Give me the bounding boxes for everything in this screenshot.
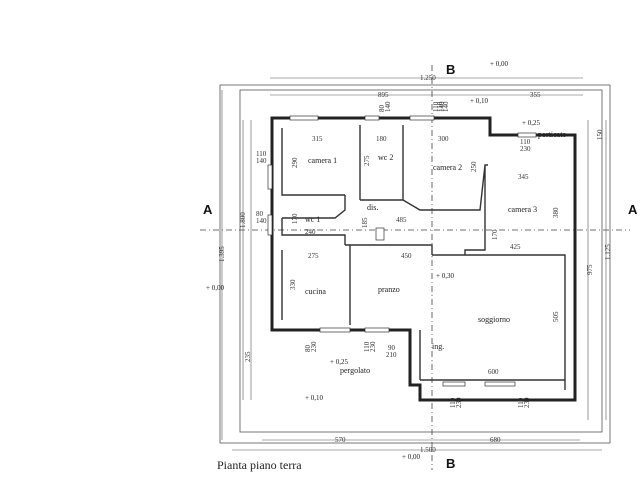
room-label-pergolato: pergolato	[340, 366, 370, 375]
dim-label: 600	[488, 368, 499, 376]
dim-label: 110	[436, 101, 444, 112]
dim-label: 680	[490, 436, 501, 444]
dim-label: 1.500	[420, 446, 436, 454]
room-label-wc1: wc 1	[305, 215, 320, 224]
dim-label: 315	[312, 135, 323, 143]
room-label-pranzo: pranzo	[378, 285, 400, 294]
window	[267, 164, 273, 190]
dim-label: 1.125	[604, 244, 612, 260]
dim-label: 80	[304, 345, 312, 353]
dim-label: 140	[442, 101, 450, 112]
dim-label: 235	[244, 351, 252, 362]
plan-caption: Pianta piano terra	[217, 458, 302, 472]
dim-label: 140	[256, 217, 267, 225]
section-label-a-left: A	[203, 202, 213, 217]
dim-label: 80	[378, 105, 386, 113]
dim-label: 150	[596, 129, 604, 140]
window	[364, 115, 380, 121]
dim-label: 140	[384, 101, 392, 112]
window	[484, 381, 516, 387]
room-label-soggiorno: soggiorno	[478, 315, 510, 324]
exterior-wall	[270, 116, 577, 402]
dim-label: 230	[369, 341, 377, 352]
dim-label: 425	[510, 243, 521, 251]
dim-label: 330	[289, 279, 297, 290]
window	[319, 327, 351, 333]
section-label-b-bottom: B	[446, 456, 455, 471]
dim-label: 275	[363, 155, 371, 166]
dim-label: 240	[305, 228, 316, 236]
dim-label: 80	[256, 210, 264, 218]
dim-label: 290	[291, 157, 299, 168]
lot-border-outer	[219, 84, 611, 444]
dim-label: 895	[378, 91, 389, 99]
window	[517, 132, 537, 138]
level-label: + 0,25	[330, 358, 348, 366]
dim-label: 185	[361, 217, 369, 228]
dim-label: 90	[388, 344, 396, 352]
room-label-porticato: porticato	[538, 130, 566, 139]
dim-label: 230	[520, 145, 531, 153]
dim-label: 170	[291, 213, 299, 224]
room-label-camera3: camera 3	[508, 205, 537, 214]
dim-label: 975	[586, 264, 594, 275]
dim-label: 110	[363, 341, 371, 352]
lot-border-inner	[239, 89, 603, 433]
dim-label: 110	[256, 150, 267, 158]
dim-label: 570	[335, 436, 346, 444]
dim-label: 300	[438, 135, 449, 143]
window	[409, 115, 435, 121]
level-label: + 0,00	[402, 453, 420, 461]
interior-walls	[281, 125, 566, 390]
level-label: + 0,00	[206, 284, 224, 292]
window	[267, 214, 273, 236]
dim-label: 110	[449, 397, 457, 408]
level-label: + 0,10	[470, 97, 488, 105]
dim-label: 110	[432, 101, 440, 112]
room-label-cucina: cucina	[305, 287, 326, 296]
dim-label: 450	[401, 252, 412, 260]
window	[364, 327, 390, 333]
dim-label: 230	[455, 397, 463, 408]
dim-label: 140	[256, 157, 267, 165]
dim-label: 355	[530, 91, 541, 99]
dim-label: 110	[517, 397, 525, 408]
room-label-wc2: wc 2	[378, 153, 393, 162]
room-label-camera2: camera 2	[433, 163, 462, 172]
level-label: + 0,10	[305, 394, 323, 402]
dim-label: 250	[470, 161, 478, 172]
dim-label: 170	[491, 229, 499, 240]
section-label-a-right: A	[628, 202, 638, 217]
dim-label: 1.395	[218, 246, 226, 262]
dim-label: 230	[310, 341, 318, 352]
dim-label: 230	[523, 397, 531, 408]
dim-label: 110	[520, 138, 531, 146]
dim-label: 345	[518, 173, 529, 181]
window	[289, 115, 319, 121]
window	[442, 381, 466, 387]
section-label-b-top: B	[446, 62, 455, 77]
level-label: + 0,25	[522, 119, 540, 127]
room-label-dis: dis.	[367, 203, 378, 212]
level-label: + 0,30	[436, 272, 454, 280]
dim-label: 505	[552, 311, 560, 322]
dim-label: 140	[438, 101, 446, 112]
room-label-ing: ing.	[432, 342, 444, 351]
dim-label: 1.250	[420, 74, 436, 82]
dim-label: 210	[386, 351, 397, 359]
stair-box	[375, 227, 385, 241]
room-label-camera1: camera 1	[308, 156, 337, 165]
dim-label: 380	[552, 207, 560, 218]
dim-label: 485	[396, 216, 407, 224]
dim-label: 1.800	[239, 212, 247, 228]
level-label: + 0,00	[490, 60, 508, 68]
dim-label: 275	[308, 252, 319, 260]
dim-label: 180	[376, 135, 387, 143]
